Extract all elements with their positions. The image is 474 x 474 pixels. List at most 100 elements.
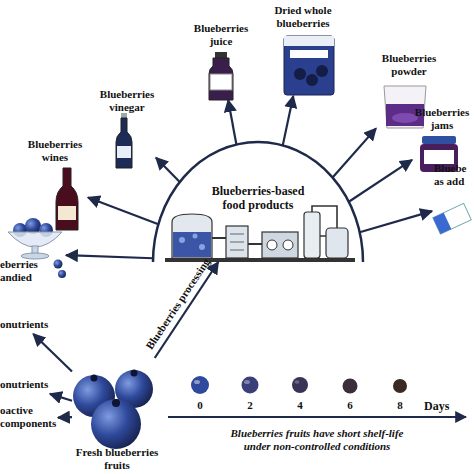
flow-arrow <box>50 394 72 401</box>
node-label: Blueberries juice <box>190 22 252 48</box>
berry-shine <box>194 380 200 384</box>
berry-crown <box>91 375 98 382</box>
product-item: Blueberries vinegar <box>98 88 156 168</box>
machine-wheel <box>267 240 277 250</box>
flow-arrow <box>283 96 293 145</box>
bag <box>284 36 334 95</box>
product-item: eberries andied <box>0 222 66 286</box>
bottle-label <box>58 206 76 220</box>
day-tick: 6 <box>344 399 356 412</box>
node-label: Blueberries-based food products <box>204 184 312 212</box>
axis-unit: Days <box>424 399 460 413</box>
factory-drawing <box>165 206 355 262</box>
powder-heap <box>392 113 418 123</box>
node-label: Blueberries powder <box>378 52 440 78</box>
tank-liquid <box>173 232 211 257</box>
jar-lid <box>422 136 456 144</box>
product-item: Dried whole blueberries <box>268 4 338 96</box>
nutrient-item: oactive components <box>0 404 58 434</box>
bottle-cap <box>215 52 227 58</box>
time-axis <box>168 416 466 418</box>
juice-bottle <box>209 52 233 100</box>
flow-arrow <box>360 211 432 232</box>
bottle-label <box>117 146 131 158</box>
berry <box>294 68 306 80</box>
bottle-cap <box>121 113 127 118</box>
product-hub: Blueberries-based food products <box>153 142 363 262</box>
fruit-source: Fresh blueberries fruits <box>72 358 162 472</box>
day-tick: 4 <box>294 399 306 412</box>
machine <box>262 232 298 258</box>
wine-bottle <box>56 168 78 230</box>
bag-label <box>290 50 328 58</box>
berry <box>91 399 141 449</box>
vinegar-bottle <box>116 113 132 168</box>
berry-day <box>292 377 308 393</box>
pack <box>433 203 471 234</box>
flow-arrow <box>349 160 412 202</box>
flow-arrow <box>58 416 72 419</box>
berry-shine <box>295 380 300 384</box>
product-item: Blueberries juice <box>190 22 252 100</box>
day-tick: 2 <box>244 399 256 412</box>
node-label: Bluebe as add <box>434 162 472 188</box>
product-item: Bluebe as add <box>432 162 474 248</box>
column <box>304 212 320 258</box>
machine-wheel <box>283 240 293 250</box>
pipe <box>212 237 226 239</box>
node-label: Fresh blueberries fruits <box>72 446 162 472</box>
small-tank <box>326 228 348 258</box>
additive-pack <box>433 203 471 234</box>
node-label: Blueberries wines <box>24 138 86 164</box>
bowl <box>8 232 62 247</box>
bag-top <box>284 36 334 46</box>
dried-bag <box>284 36 334 95</box>
edge-label: Blueberries processing <box>143 257 213 353</box>
day-tick: 0 <box>194 399 206 412</box>
berry-day <box>242 377 259 394</box>
filter-lines <box>230 234 244 250</box>
bubble <box>199 244 205 250</box>
berry-crown <box>112 399 120 407</box>
product-item: Blueberries wines <box>22 138 88 232</box>
product-item: Blueberries powder <box>376 52 442 130</box>
berry-day <box>343 379 358 394</box>
node-label: eberries andied <box>0 258 48 284</box>
berry-crown <box>131 370 138 377</box>
flow-arrow <box>155 262 219 358</box>
berry-day <box>393 379 407 393</box>
nutrient-item: onutrients <box>0 378 50 394</box>
node-label: onutrients <box>0 378 50 391</box>
nutrient-item: onutrients <box>0 318 50 334</box>
berry-day <box>191 376 209 394</box>
filter-unit <box>226 226 248 258</box>
bubble <box>179 237 185 243</box>
berry <box>58 270 66 278</box>
pack-band <box>433 213 451 234</box>
bottle <box>209 58 233 100</box>
arch-line <box>153 142 363 262</box>
tank <box>172 214 212 258</box>
berry <box>54 260 63 269</box>
shelf-life-note: Blueberries fruits have short shelf-life… <box>222 427 412 453</box>
pipe <box>248 243 262 245</box>
flow-arrow <box>156 158 180 182</box>
flow-arrow <box>66 255 153 258</box>
node-label: Dried whole blueberries <box>270 4 336 30</box>
berry <box>306 74 318 86</box>
node-label: onutrients <box>0 318 50 331</box>
timeline <box>168 376 466 417</box>
flow-arrow <box>33 334 72 371</box>
fresh-berries <box>73 370 153 450</box>
jar-label <box>424 150 454 164</box>
node-label: Blueberries vinegar <box>98 88 156 114</box>
bottle-label <box>210 74 232 90</box>
berry-shine <box>244 380 250 384</box>
node-label: oactive components <box>0 404 58 430</box>
bottle <box>116 118 132 168</box>
pipe <box>312 206 337 236</box>
bottle <box>56 168 78 230</box>
flow-arrow <box>228 100 236 145</box>
berry <box>316 65 328 77</box>
node-label: Blueberries jams <box>413 106 471 132</box>
